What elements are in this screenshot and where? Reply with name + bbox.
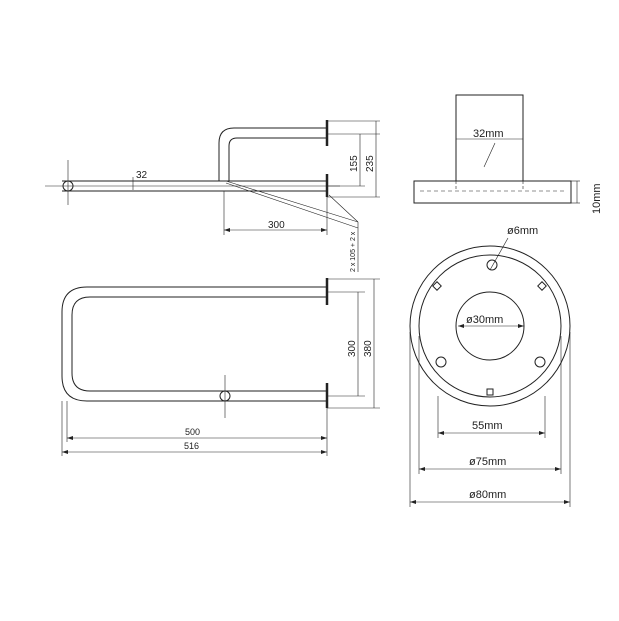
plate-section-labels: 32mm 10mm [473, 128, 603, 214]
screw-hole-left[interactable] [435, 356, 447, 368]
side-arm-inner [228, 137, 327, 181]
top-loop-outer [61, 286, 327, 402]
screw-hole-top[interactable] [486, 259, 498, 271]
screw-hole-right[interactable] [534, 356, 546, 368]
top-loop-inner [71, 296, 327, 392]
dim-80mm-label: ø80mm [469, 489, 506, 501]
arrow [321, 450, 327, 454]
dimension-arrows [62, 228, 570, 504]
arrow [410, 500, 416, 504]
arrow [224, 228, 230, 232]
side-view-labels: 32 300 155 235 2 x 105 + 2 x [136, 155, 376, 272]
dim-6mm-label: ø6mm [507, 225, 538, 237]
dim-75mm-label: ø75mm [469, 456, 506, 468]
marker-square-bottom [486, 388, 494, 396]
arrow [564, 500, 570, 504]
arrow [518, 324, 524, 328]
dim-55mm-label: 55mm [472, 420, 503, 432]
screw-leader-2 [225, 182, 359, 229]
arrow [539, 431, 545, 435]
arrow [438, 431, 444, 435]
dim-top300-label: 300 [347, 340, 358, 357]
arrow [458, 324, 464, 328]
arrow [321, 436, 327, 440]
top-view [61, 278, 380, 456]
top-view-labels: 300 380 500 516 [184, 340, 374, 451]
arrow [321, 228, 327, 232]
side-view [45, 120, 380, 272]
plate-inner-circle [418, 254, 562, 398]
screw-leader-1 [225, 180, 359, 223]
dim-top380-label: 380 [363, 340, 374, 357]
dim-516-label: 516 [184, 441, 199, 451]
dim-10mm-label: 10mm [591, 183, 603, 214]
marker-square-left [432, 281, 442, 291]
side-arm-outer [218, 127, 327, 181]
plate-outer-circle[interactable] [409, 245, 571, 407]
arrow [67, 436, 73, 440]
dim-300-label: 300 [268, 220, 285, 231]
dim-155-label: 155 [349, 155, 360, 172]
dim-30mm-label: ø30mm [466, 314, 503, 326]
arrow [419, 467, 425, 471]
plate-front-labels: ø6mm ø30mm 55mm ø75mm ø80mm [466, 225, 538, 501]
dim-6mm-leader [489, 237, 509, 271]
dim-500-label: 500 [185, 427, 200, 437]
plate-section-body[interactable] [413, 180, 572, 204]
marker-square-right [537, 281, 547, 291]
dim-32mm-leader [483, 142, 496, 168]
dim-32-label: 32 [136, 170, 148, 181]
screw-leader-3 [328, 194, 359, 223]
plate-section [413, 94, 580, 204]
plate-front [409, 237, 571, 507]
dim-235-label: 235 [365, 155, 376, 172]
dim-32mm-label: 32mm [473, 128, 504, 140]
arrow [62, 450, 68, 454]
screw-note-label: 2 x 105 + 2 x [350, 231, 357, 272]
arrow [555, 467, 561, 471]
